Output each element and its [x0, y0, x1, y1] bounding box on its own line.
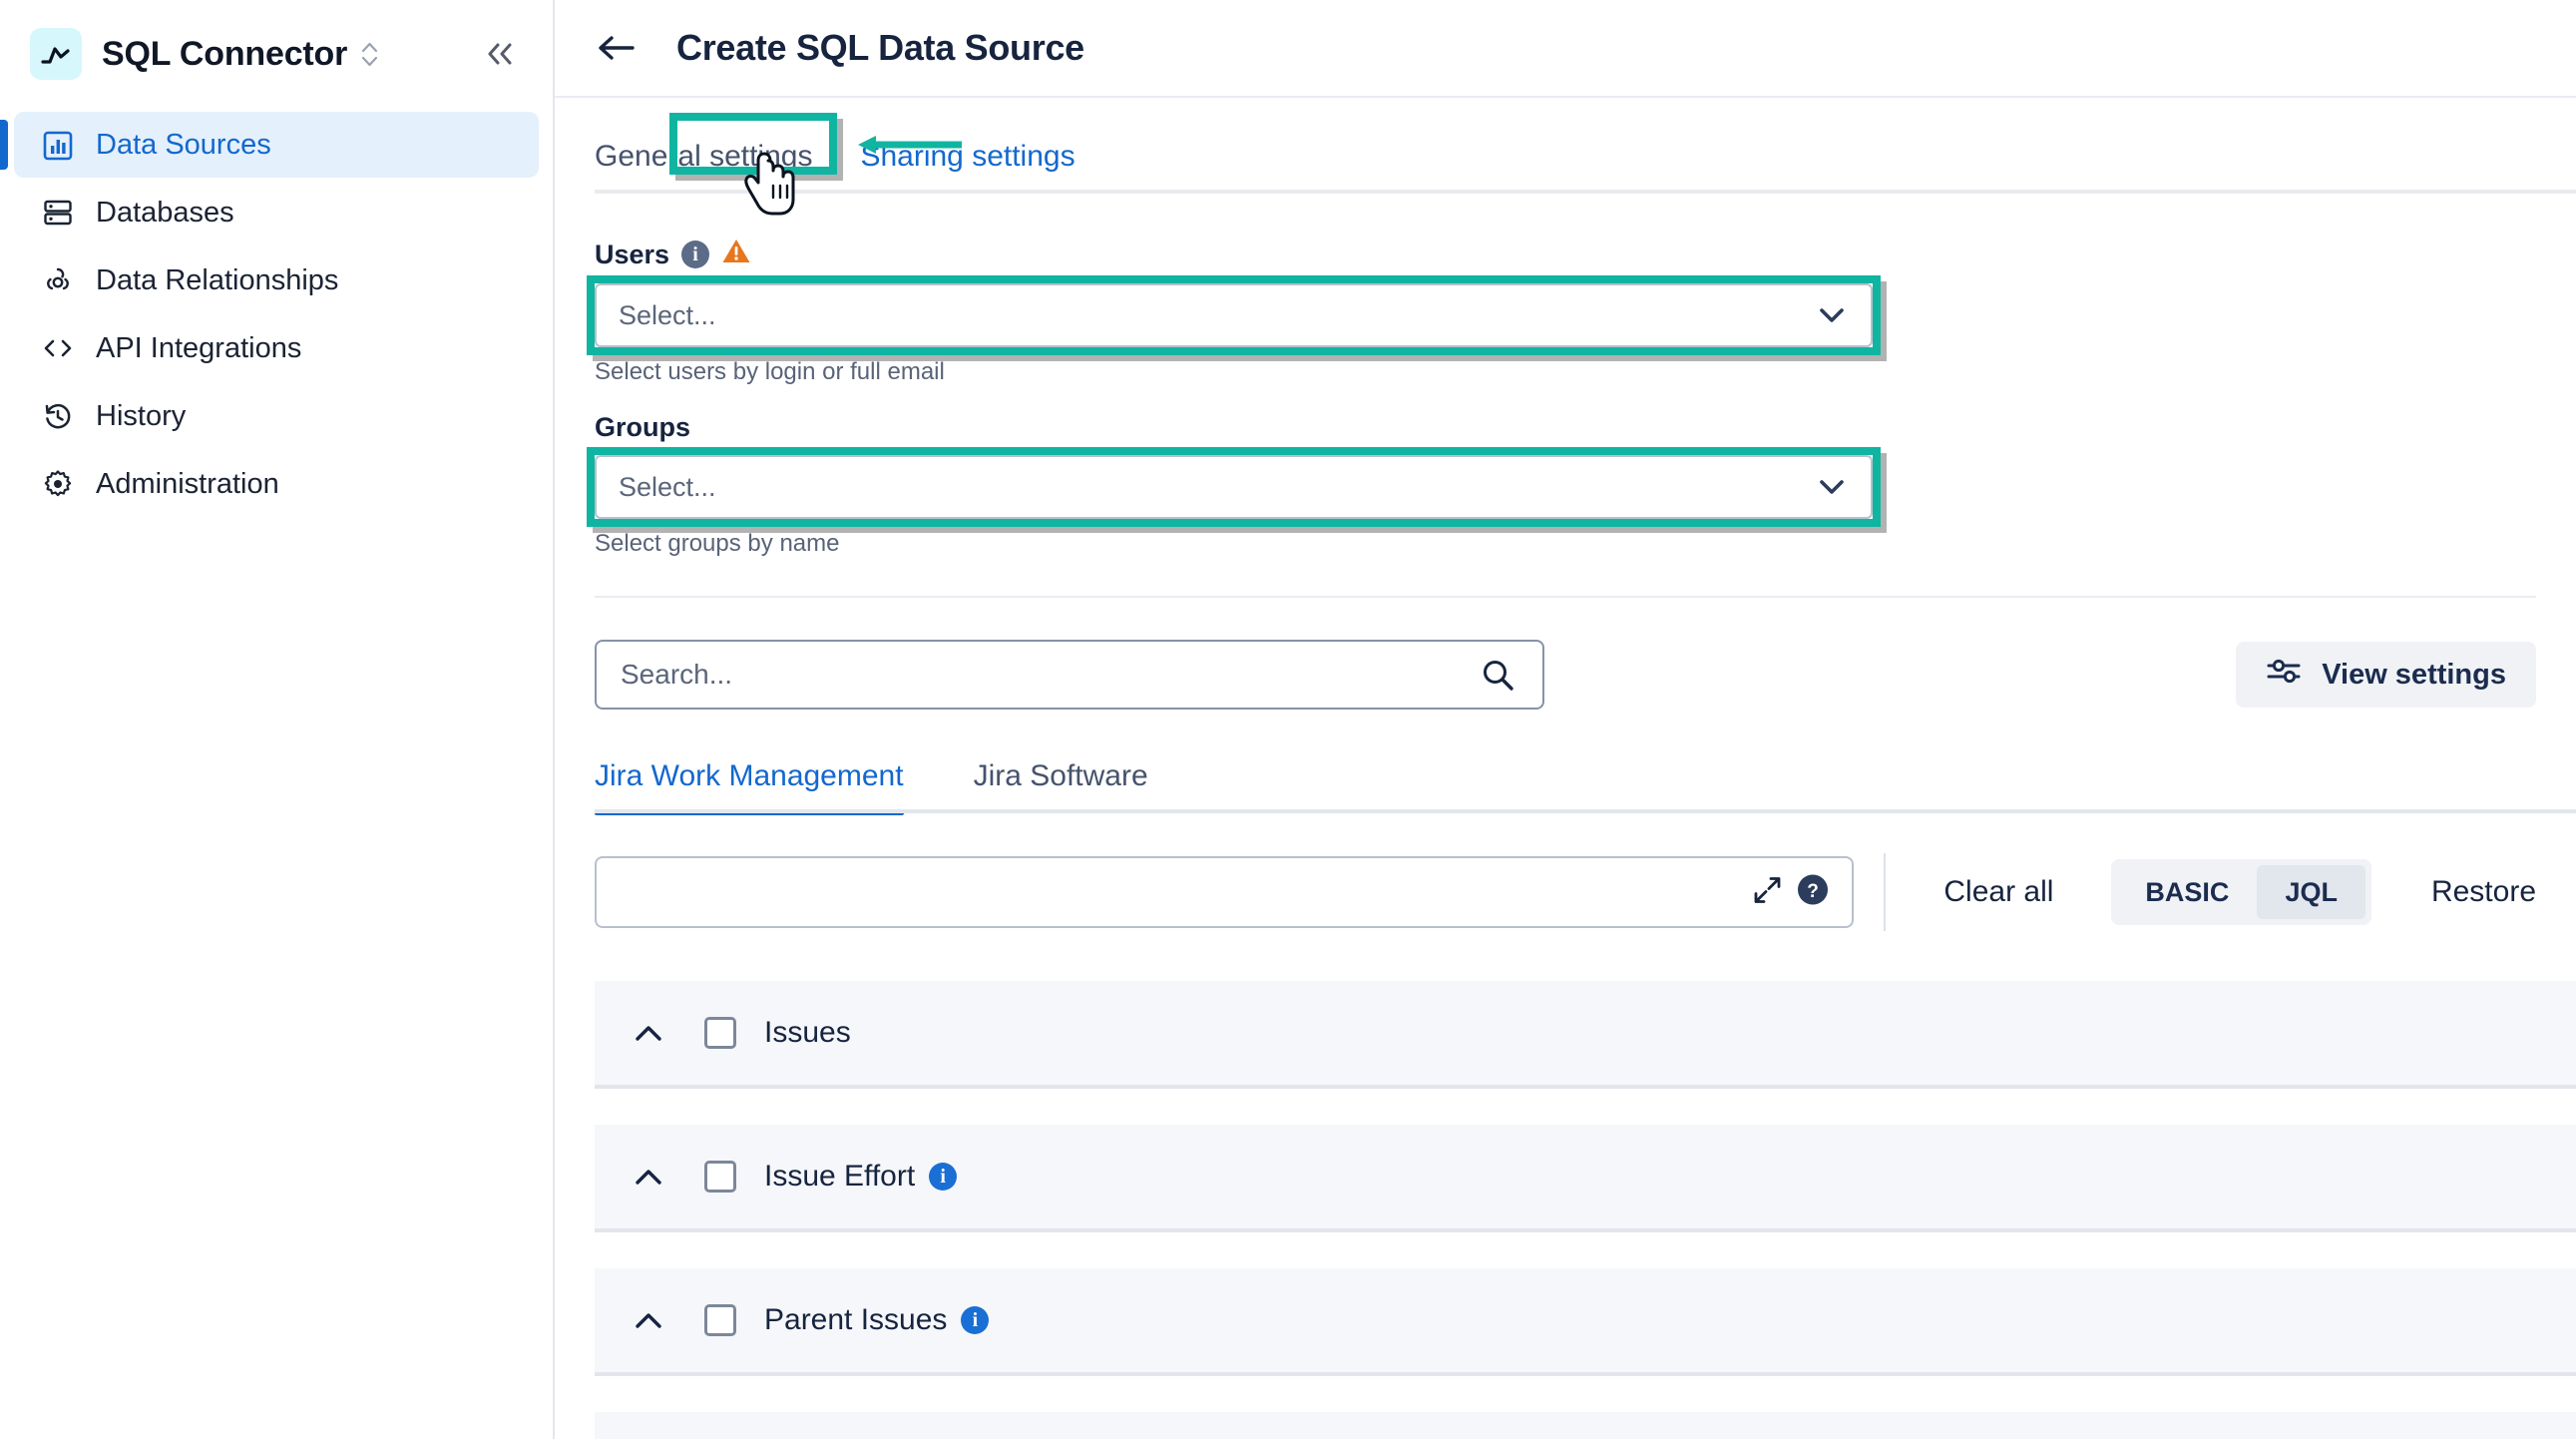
groups-field-label: Groups: [595, 412, 2536, 443]
sidebar-item-label: Databases: [96, 196, 234, 229]
chevron-up-icon[interactable]: [625, 1311, 672, 1330]
jira-tabs: Jira Work Management Jira Software: [555, 759, 2576, 815]
search-input[interactable]: Search...: [595, 640, 1544, 710]
sliders-icon: [2266, 656, 2302, 694]
gear-icon: [42, 468, 76, 500]
checkbox-issue-effort[interactable]: [704, 1161, 736, 1193]
sidebar: SQL Connector: [0, 0, 555, 1439]
arrow-left-annotation: [858, 136, 962, 154]
jql-input[interactable]: ?: [595, 856, 1855, 928]
users-select[interactable]: Select...: [595, 283, 1873, 347]
tabs-underline: [595, 190, 2576, 194]
chart-bars-icon: [42, 129, 76, 161]
svg-text:?: ?: [1808, 881, 1820, 902]
relationships-icon: [42, 264, 76, 296]
fields-accordion: Issues Issue Effort i: [555, 981, 2576, 1439]
sidebar-item-label: History: [96, 399, 187, 432]
info-circle-icon[interactable]: i: [961, 1306, 990, 1334]
groups-label-text: Groups: [595, 412, 691, 442]
accordion-label-text: Issue Effort: [764, 1160, 916, 1193]
jira-tabs-underline: [595, 809, 2576, 813]
view-settings-button[interactable]: View settings: [2236, 642, 2536, 708]
chevron-down-icon[interactable]: [1819, 307, 1845, 323]
groups-select[interactable]: Select...: [595, 455, 1873, 519]
mode-basic-button[interactable]: BASIC: [2145, 876, 2230, 907]
accordion-label: Parent Issues i: [764, 1303, 990, 1337]
sidebar-item-label: Administration: [96, 467, 279, 500]
groups-select-placeholder: Select...: [619, 471, 716, 502]
page-header: Create SQL Data Source: [555, 0, 2576, 98]
chevron-up-icon[interactable]: [625, 1024, 672, 1043]
info-circle-icon[interactable]: i: [681, 240, 710, 268]
sidebar-item-administration[interactable]: Administration: [14, 451, 539, 517]
section-divider: [595, 596, 2536, 598]
sidebar-item-data-sources[interactable]: Data Sources: [0, 112, 539, 178]
pointing-hand-cursor: [744, 152, 795, 216]
sidebar-item-history[interactable]: History: [14, 383, 539, 449]
sidebar-item-databases[interactable]: Databases: [14, 180, 539, 245]
accordion-label-text: Issues: [764, 1016, 851, 1049]
jql-row: ? Clear all BASIC JQL Restore: [555, 853, 2576, 931]
app-title: SQL Connector: [102, 34, 348, 73]
chevron-up-icon[interactable]: [625, 1168, 672, 1187]
expand-diagonal-icon[interactable]: [1752, 875, 1782, 910]
accordion-label-text: Parent Issues: [764, 1303, 948, 1336]
users-select-placeholder: Select...: [619, 299, 716, 330]
chevron-up-down-icon[interactable]: [361, 42, 378, 67]
main-panel: Create SQL Data Source General settings …: [555, 0, 2576, 1439]
page-content: General settings Sharing settings: [555, 113, 2576, 1439]
sidebar-item-label: API Integrations: [96, 331, 302, 364]
database-server-icon: [42, 197, 76, 229]
question-circle-icon[interactable]: ?: [1796, 873, 1830, 912]
sidebar-nav: Data Sources Databases: [0, 112, 553, 517]
users-help-text: Select users by login or full email: [595, 358, 945, 385]
sidebar-item-api-integrations[interactable]: API Integrations: [14, 315, 539, 381]
accordion-gap: [595, 1232, 2576, 1268]
search-row: Search...: [555, 640, 2576, 710]
accordion-gap: [595, 1376, 2576, 1412]
chevron-down-icon[interactable]: [1819, 479, 1845, 495]
query-mode-toggle: BASIC JQL: [2111, 859, 2371, 925]
view-settings-label: View settings: [2322, 658, 2506, 691]
search-placeholder: Search...: [621, 659, 733, 690]
checkbox-issues[interactable]: [704, 1017, 736, 1049]
sidebar-item-label: Data Relationships: [96, 263, 339, 296]
info-circle-icon[interactable]: i: [929, 1163, 958, 1191]
settings-tabs: General settings Sharing settings: [555, 113, 2576, 216]
code-brackets-icon: [42, 332, 76, 364]
search-icon[interactable]: [1481, 658, 1514, 692]
arrow-left-icon[interactable]: [595, 31, 639, 65]
sidebar-header: SQL Connector: [0, 0, 553, 108]
clear-all-button[interactable]: Clear all: [1943, 875, 2054, 908]
page-title: Create SQL Data Source: [676, 27, 1084, 68]
users-field-label: Users i: [595, 238, 2536, 271]
accordion-label: Issue Effort i: [764, 1160, 958, 1194]
mode-jql-button[interactable]: JQL: [2257, 865, 2365, 919]
sharing-form: Users i Select...: [555, 238, 2576, 558]
clock-history-icon: [42, 400, 76, 432]
sidebar-item-label: Data Sources: [96, 128, 271, 161]
groups-help-text: Select groups by name: [595, 530, 840, 557]
users-label-text: Users: [595, 239, 670, 269]
jql-separator: [1884, 853, 1887, 931]
tab-jira-work-management[interactable]: Jira Work Management: [595, 759, 904, 815]
tab-jira-software[interactable]: Jira Software: [973, 759, 1148, 792]
accordion-label: Issues: [764, 1016, 851, 1050]
checkbox-parent-issues[interactable]: [704, 1304, 736, 1336]
sidebar-item-data-relationships[interactable]: Data Relationships: [14, 247, 539, 313]
double-chevron-left-icon[interactable]: [483, 39, 519, 69]
accordion-row-partial[interactable]: [595, 1412, 2576, 1439]
accordion-row-parent-issues[interactable]: Parent Issues i: [595, 1268, 2576, 1376]
accordion-gap: [595, 1089, 2576, 1125]
restore-button[interactable]: Restore: [2430, 875, 2536, 908]
accordion-row-issues[interactable]: Issues: [595, 981, 2576, 1089]
sql-wave-logo-icon: [30, 28, 82, 80]
warning-triangle-icon: [721, 238, 751, 271]
accordion-row-issue-effort[interactable]: Issue Effort i: [595, 1125, 2576, 1232]
